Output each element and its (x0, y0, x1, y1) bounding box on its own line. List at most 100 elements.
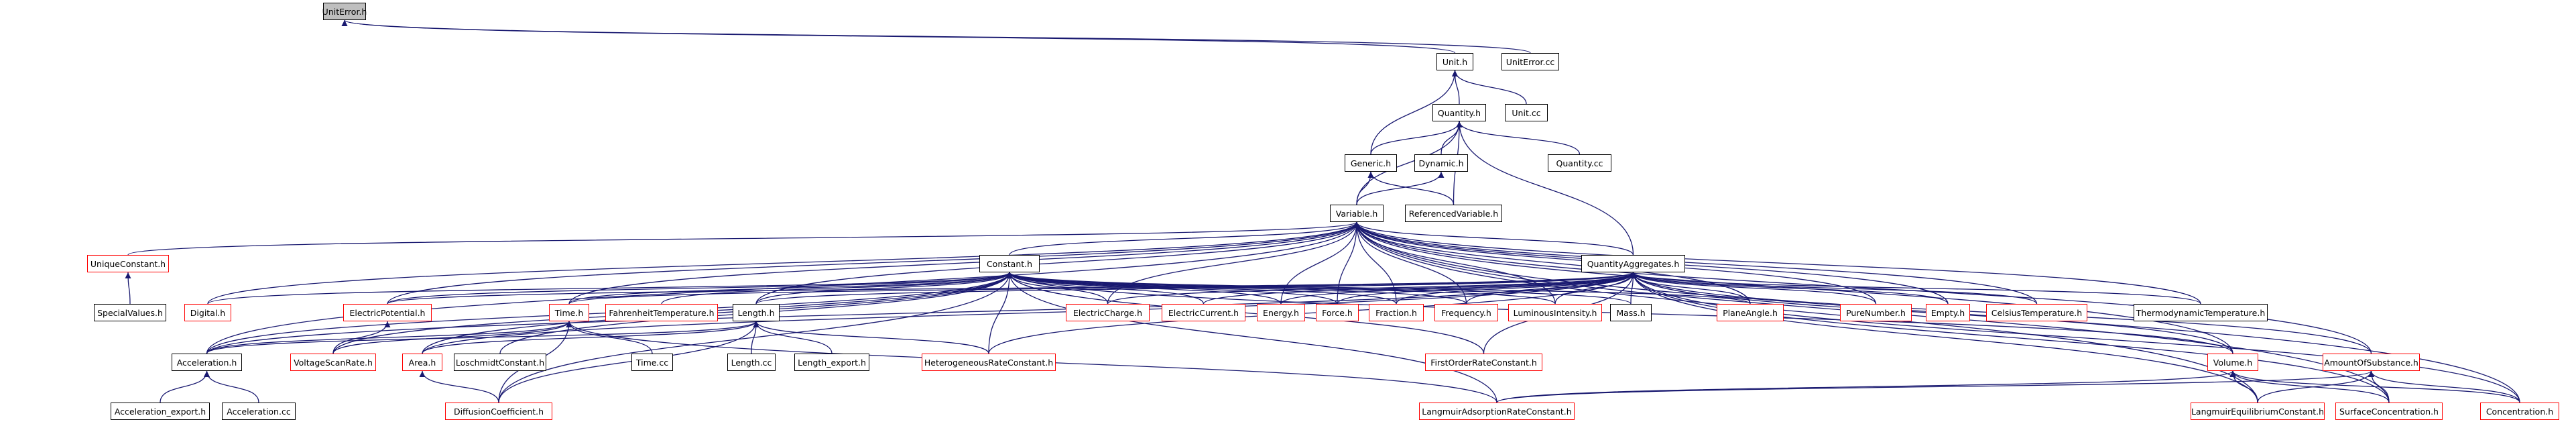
node-celsiustemperature-h[interactable]: CelsiusTemperature.h (1986, 304, 2087, 321)
node-energy-h[interactable]: Energy.h (1257, 304, 1305, 321)
node-digital-h[interactable]: Digital.h (184, 304, 231, 321)
node-label: Mass.h (1616, 307, 1646, 318)
node-label: SpecialValues.h (97, 307, 163, 318)
edge-generic_h-to-unit_h (1370, 70, 1459, 155)
node-amountofsubstance-h[interactable]: AmountOfSubstance.h (2323, 354, 2420, 371)
node-label: Unit.h (1442, 56, 1468, 67)
node-dynamic-h[interactable]: Dynamic.h (1414, 154, 1468, 172)
node-diffusioncoefficient-h[interactable]: DiffusionCoefficient.h (445, 403, 552, 420)
node-electriccharge-h[interactable]: ElectricCharge.h (1066, 304, 1150, 321)
edge-voltagescanrate_h-to-electricpotential_h (332, 321, 391, 354)
edge-acceleration_h-to-quantityaggregates_h (206, 272, 1636, 354)
node-volume-h[interactable]: Volume.h (2207, 354, 2258, 371)
node-time-h[interactable]: Time.h (549, 304, 589, 321)
node-length-h[interactable]: Length.h (733, 304, 780, 321)
node-label: Time.h (554, 307, 584, 318)
edge-time_h-to-variable_h (568, 221, 1360, 305)
node-force-h[interactable]: Force.h (1316, 304, 1359, 321)
node-time-cc[interactable]: Time.cc (631, 354, 673, 371)
node-label: CelsiusTemperature.h (1991, 307, 2083, 318)
node-unit-h[interactable]: Unit.h (1436, 53, 1473, 70)
node-variable-h[interactable]: Variable.h (1330, 205, 1384, 222)
node-label: LangmuirAdsorptionRateConstant.h (1422, 406, 1572, 417)
node-label: Length.h (737, 307, 775, 318)
node-label: LangmuirEquilibriumConstant.h (2191, 406, 2325, 417)
node-quantityaggregates-h[interactable]: QuantityAggregates.h (1581, 255, 1685, 272)
edge-concentration_h-to-amountofsubstance_h (2368, 370, 2520, 403)
edge-langmuirequilibriumconstant_h-to-quantityaggregates_h (1630, 272, 2258, 403)
node-fahrenheittemperature-h[interactable]: FahrenheitTemperature.h (605, 304, 718, 321)
edge-quantityaggregates_h-to-variable_h (1353, 221, 1634, 256)
node-purenumber-h[interactable]: PureNumber.h (1840, 304, 1912, 321)
edge-electriccharge_h-to-constant_h (1006, 272, 1109, 305)
node-label: Acceleration.cc (227, 406, 291, 417)
edge-referencedvariable_h-to-generic_h (1367, 171, 1455, 205)
node-thermodynamictemperature-h[interactable]: ThermodynamicTemperature.h (2134, 304, 2268, 321)
node-unit-cc[interactable]: Unit.cc (1505, 104, 1548, 121)
node-acceleration-cc[interactable]: Acceleration.cc (222, 403, 296, 420)
node-label: UnitError.h (322, 6, 367, 17)
node-acceleration-export-h[interactable]: Acceleration_export.h (111, 403, 210, 420)
node-generic-h[interactable]: Generic.h (1345, 154, 1397, 172)
edge-quantity_cc-to-quantity_h (1456, 121, 1581, 155)
node-label: LuminousIntensity.h (1513, 307, 1597, 318)
node-quantity-cc[interactable]: Quantity.cc (1548, 154, 1611, 172)
node-label: LoschmidtConstant.h (455, 357, 545, 368)
edge-acceleration_h-to-time_h (206, 321, 572, 354)
node-label: PlaneAngle.h (1723, 307, 1778, 318)
edge-heterogeneousrateconstant_h-to-length_h (753, 321, 989, 354)
edge-acceleration_cc-to-acceleration_h (203, 370, 259, 403)
node-area-h[interactable]: Area.h (402, 354, 442, 371)
node-length-cc[interactable]: Length.cc (727, 354, 776, 371)
node-langmuirequilibriumconstant-h[interactable]: LangmuirEquilibriumConstant.h (2191, 403, 2325, 420)
edge-energy_h-to-constant_h (1006, 272, 1282, 305)
node-planeangle-h[interactable]: PlaneAngle.h (1717, 304, 1784, 321)
node-label: VoltageScanRate.h (294, 357, 373, 368)
node-electriccurrent-h[interactable]: ElectricCurrent.h (1162, 304, 1245, 321)
edge-constant_h-to-variable_h (1009, 221, 1360, 256)
node-referencedvariable-h[interactable]: ReferencedVariable.h (1405, 205, 1502, 222)
node-uniqueconstant-h[interactable]: UniqueConstant.h (87, 255, 169, 272)
node-concentration-h[interactable]: Concentration.h (2480, 403, 2559, 420)
edge-surfaceconcentration_h-to-volume_h (2229, 370, 2390, 403)
node-heterogeneousrateconstant-h[interactable]: HeterogeneousRateConstant.h (922, 354, 1056, 371)
node-constant-h[interactable]: Constant.h (979, 255, 1040, 272)
node-label: Digital.h (190, 307, 226, 318)
node-label: Variable.h (1335, 208, 1378, 219)
node-fraction-h[interactable]: Fraction.h (1369, 304, 1424, 321)
edge-fraction_h-to-variable_h (1353, 221, 1397, 305)
node-specialvalues-h[interactable]: SpecialValues.h (94, 304, 166, 321)
node-quantity-h[interactable]: Quantity.h (1432, 104, 1486, 121)
node-mass-h[interactable]: Mass.h (1610, 304, 1652, 321)
node-frequency-h[interactable]: Frequency.h (1434, 304, 1498, 321)
edge-mass_h-to-constant_h (1006, 272, 1632, 305)
node-label: Fraction.h (1375, 307, 1417, 318)
edge-amountofsubstance_h-to-variable_h (1353, 221, 2372, 354)
node-label: Generic.h (1350, 158, 1392, 168)
node-label: ReferencedVariable.h (1408, 208, 1499, 219)
node-voltagescanrate-h[interactable]: VoltageScanRate.h (290, 354, 376, 371)
node-uniterror-cc[interactable]: UnitError.cc (1501, 53, 1559, 70)
edge-energy_h-to-variable_h (1280, 221, 1360, 305)
node-loschmidtconstant-h[interactable]: LoschmidtConstant.h (454, 354, 546, 371)
edge-concentration_h-to-quantityaggregates_h (1630, 272, 2520, 403)
node-surfaceconcentration-h[interactable]: SurfaceConcentration.h (2335, 403, 2443, 420)
edge-electricpotential_h-to-constant_h (387, 272, 1013, 305)
node-label: ThermodynamicTemperature.h (2136, 307, 2266, 318)
node-length-export-h[interactable]: Length_export.h (794, 354, 869, 371)
node-label: Acceleration_export.h (114, 406, 206, 417)
node-empty-h[interactable]: Empty.h (1926, 304, 1970, 321)
node-label: Area.h (408, 357, 436, 368)
edge-surfaceconcentration_h-to-quantityaggregates_h (1630, 272, 2390, 403)
node-firstorderrateconstant-h[interactable]: FirstOrderRateConstant.h (1425, 354, 1542, 371)
node-label: DiffusionCoefficient.h (453, 406, 544, 417)
node-luminousintensity-h[interactable]: LuminousIntensity.h (1508, 304, 1602, 321)
edge-length_h-to-constant_h (755, 272, 1013, 305)
node-electricpotential-h[interactable]: ElectricPotential.h (343, 304, 432, 321)
node-langmuiradsorptionrateconstant-h[interactable]: LangmuirAdsorptionRateConstant.h (1419, 403, 1575, 420)
node-acceleration-h[interactable]: Acceleration.h (172, 354, 242, 371)
edge-heterogeneousrateconstant_h-to-quantityaggregates_h (988, 272, 1636, 354)
edge-length_export_h-to-length_h (753, 321, 833, 354)
